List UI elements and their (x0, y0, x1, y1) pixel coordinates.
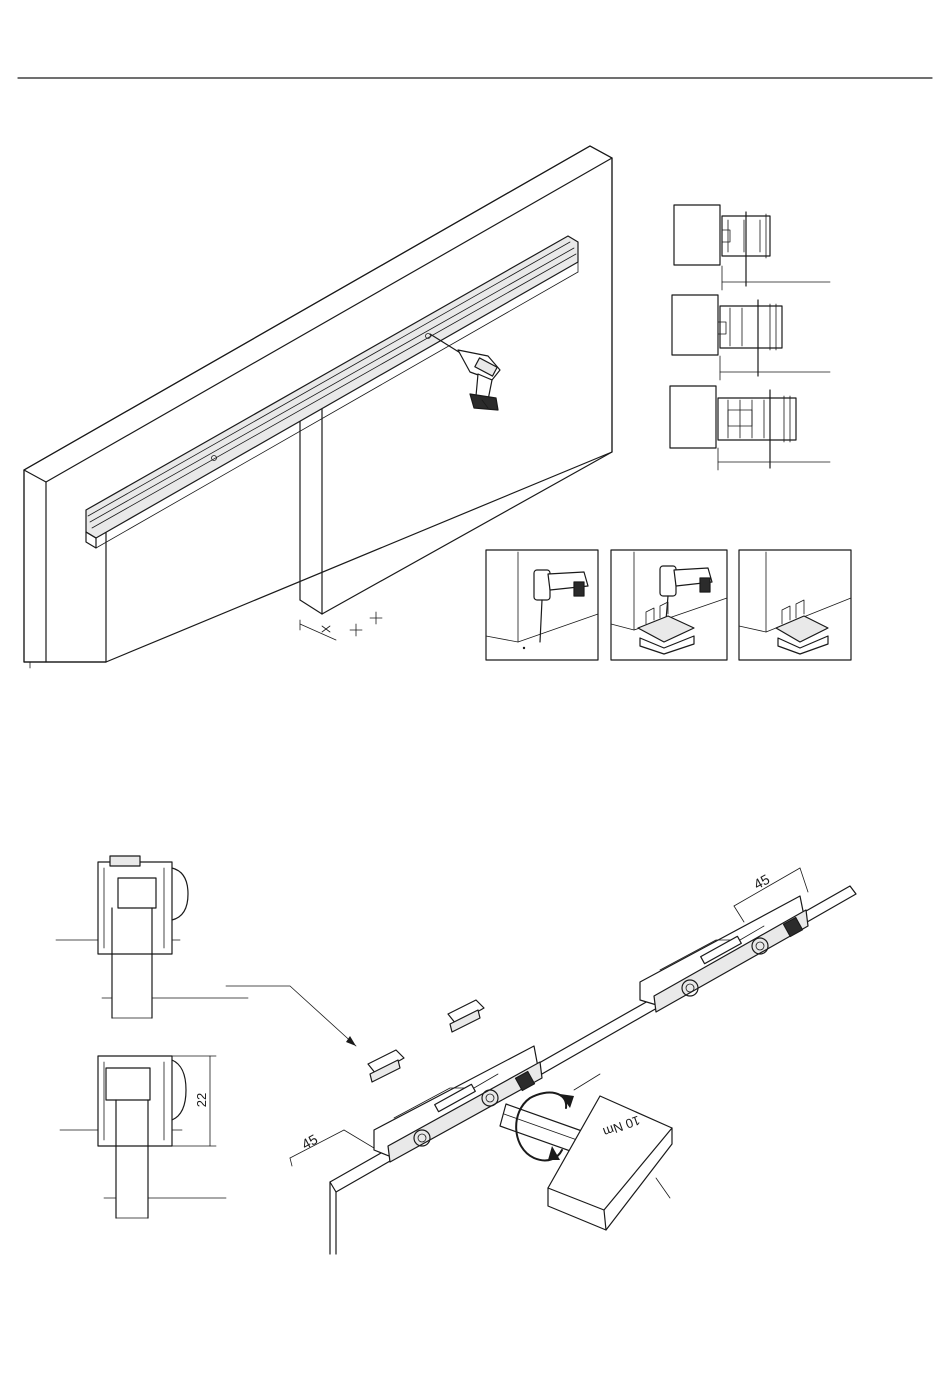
door-panel-illustration: 45 45 10 Nm (290, 868, 856, 1254)
profile-section-3 (670, 386, 830, 470)
step-panel-2 (611, 550, 727, 660)
clip-left (368, 1050, 404, 1082)
hanger-section-top (56, 856, 248, 1018)
hanger-height-label: 22 (194, 1093, 209, 1107)
dimension-left: 45 (290, 1130, 374, 1166)
profile-section-1 (674, 205, 830, 290)
step-panel-1 (486, 550, 598, 660)
profile-section-2 (672, 295, 830, 380)
spacing-marks (300, 612, 382, 640)
dimension-left-label: 45 (299, 1131, 321, 1153)
hanger-section-bottom: 22 (60, 1056, 226, 1218)
callout-arrow (226, 986, 356, 1046)
step-panel-3 (739, 550, 851, 660)
dimension-right-label: 45 (751, 871, 773, 893)
clip-right (448, 1000, 484, 1032)
hanger-right (640, 896, 808, 1012)
